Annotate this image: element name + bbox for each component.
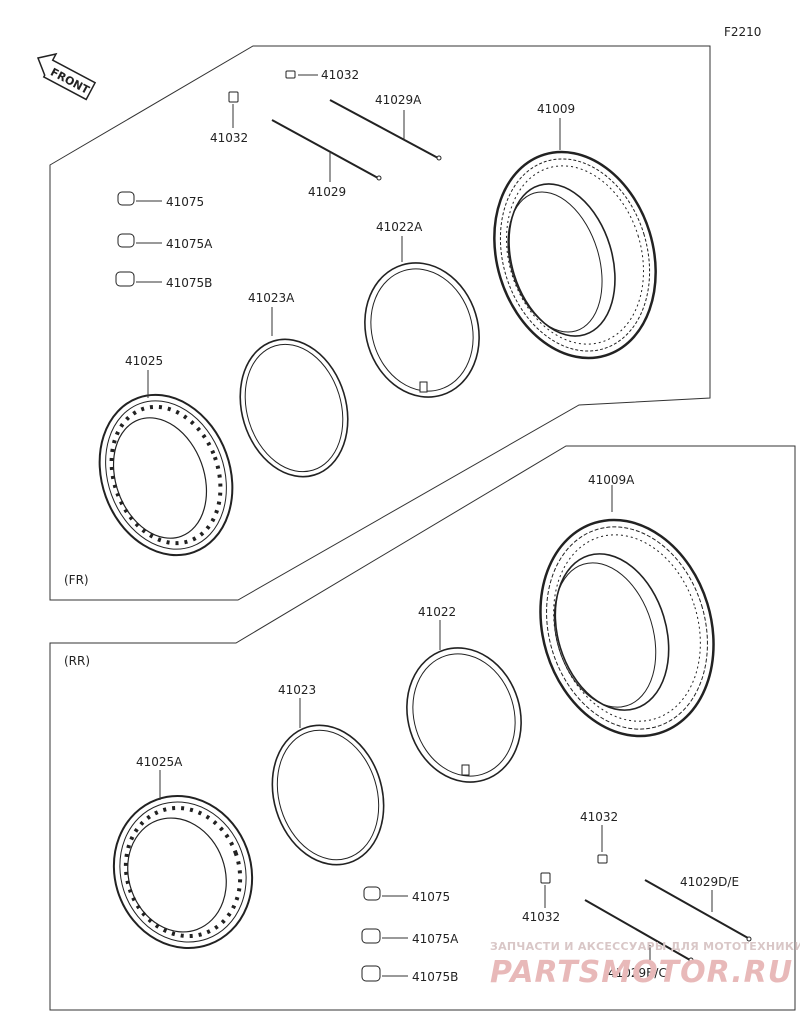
label-41075a: 41075A — [412, 932, 459, 946]
label-41022: 41022 — [418, 605, 456, 619]
nipple-icon — [597, 854, 608, 864]
rear-spoke-41029bc — [584, 899, 691, 961]
label-41075: 41075 — [166, 195, 204, 209]
rear-tube — [406, 647, 522, 783]
label-41029bc: 41029B/C — [608, 966, 667, 980]
label-41029: 41029 — [308, 185, 346, 199]
front-leader-lines — [136, 74, 561, 398]
nipple-icon — [228, 91, 239, 103]
label-41075a: 41075A — [166, 237, 213, 251]
spoke-head-icon — [376, 175, 382, 181]
balance-weight-icon — [361, 928, 381, 944]
label-41022a: 41022A — [376, 220, 423, 234]
rear-leader-lines — [159, 485, 713, 977]
valve-stem-icon — [461, 764, 470, 776]
front-section-label: (FR) — [64, 573, 89, 587]
spoke-head-icon — [746, 936, 752, 942]
balance-weight-icon — [115, 271, 135, 287]
front-rim — [98, 393, 234, 557]
front-spoke-41029a — [329, 99, 439, 159]
label-41032: 41032 — [321, 68, 359, 82]
front-tire — [493, 150, 657, 360]
rear-section-frame — [49, 445, 796, 1011]
label-41075: 41075 — [412, 890, 450, 904]
rear-rim-band — [271, 724, 385, 866]
label-41025: 41025 — [125, 354, 163, 368]
label-41029a: 41029A — [375, 93, 422, 107]
label-41009: 41009 — [537, 102, 575, 116]
rear-section-label: (RR) — [64, 654, 90, 668]
rear-spoke-41029de — [644, 879, 749, 939]
front-spoke-41029 — [271, 119, 379, 179]
front-tube — [364, 262, 480, 398]
valve-stem-icon — [419, 381, 428, 393]
watermark-brand: PARTSMOTOR.RU — [490, 955, 793, 990]
label-41032: 41032 — [522, 910, 560, 924]
nipple-icon — [285, 70, 296, 79]
watermark-tagline: ЗАПЧАСТИ И АКСЕССУАРЫ ДЛЯ МОТОТЕХНИКИ — [490, 940, 800, 953]
balance-weight-icon — [361, 965, 381, 982]
rear-tire — [539, 518, 715, 738]
label-41025a: 41025A — [136, 755, 183, 769]
label-41075b: 41075B — [412, 970, 458, 984]
label-41009a: 41009A — [588, 473, 635, 487]
front-rim-band — [239, 338, 349, 478]
front-section-frame — [49, 45, 711, 601]
label-41023: 41023 — [278, 683, 316, 697]
label-41075b: 41075B — [166, 276, 212, 290]
label-41032: 41032 — [210, 131, 248, 145]
front-arrow-icon: FRONT — [36, 52, 97, 101]
rear-rim — [112, 794, 254, 950]
balance-weight-icon — [117, 233, 135, 248]
spoke-head-icon — [688, 957, 694, 963]
balance-weight-icon — [363, 886, 381, 901]
diagram-code: F2210 — [724, 25, 761, 39]
label-41023a: 41023A — [248, 291, 295, 305]
label-41029de: 41029D/E — [680, 875, 739, 889]
spoke-head-icon — [436, 155, 442, 161]
balance-weight-icon — [117, 191, 135, 206]
nipple-icon — [540, 872, 551, 884]
label-41032: 41032 — [580, 810, 618, 824]
